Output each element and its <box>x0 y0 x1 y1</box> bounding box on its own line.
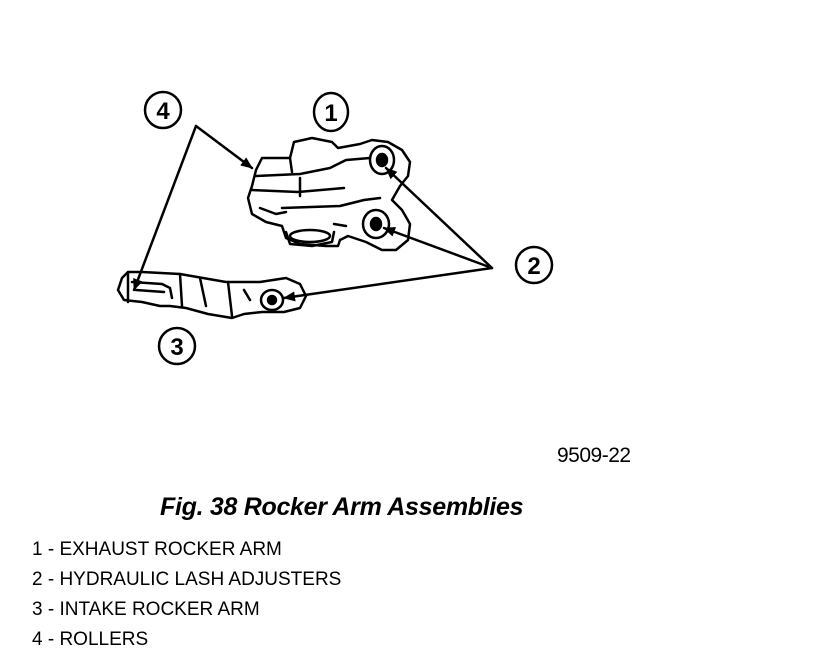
leader-lash-intake <box>282 266 494 302</box>
callout-2-label: 2 <box>527 253 540 280</box>
figure-caption: Fig. 38 Rocker Arm Assemblies <box>160 493 524 521</box>
legend-item: 1 - EXHAUST ROCKER ARM <box>32 539 282 560</box>
legend-item: 2 - HYDRAULIC LASH ADJUSTERS <box>32 569 342 590</box>
legend-item: 3 - INTAKE ROCKER ARM <box>32 599 260 620</box>
callout-3-label: 3 <box>170 334 183 361</box>
exhaust-rocker-arm <box>246 136 412 252</box>
leader-lash-lower <box>382 226 494 270</box>
legend-item: 4 - ROLLERS <box>32 629 149 650</box>
callout-4: 4 <box>143 90 183 130</box>
rocker-arm-diagram: 1 4 2 3 <box>116 90 554 366</box>
callout-1-label: 1 <box>324 100 337 127</box>
leader-roller-intake <box>132 124 198 292</box>
leader-lash-upper <box>384 166 494 270</box>
intake-rocker-arm <box>116 270 308 320</box>
callout-4-label: 4 <box>156 98 170 125</box>
figure-code: 9509-22 <box>557 444 631 467</box>
leader-roller-exhaust <box>194 124 254 170</box>
callout-2: 2 <box>514 245 554 285</box>
leader-lines <box>132 124 494 302</box>
legend: 1 - EXHAUST ROCKER ARM 2 - HYDRAULIC LAS… <box>32 538 341 658</box>
callout-3: 3 <box>157 326 197 366</box>
callout-1: 1 <box>312 91 350 133</box>
